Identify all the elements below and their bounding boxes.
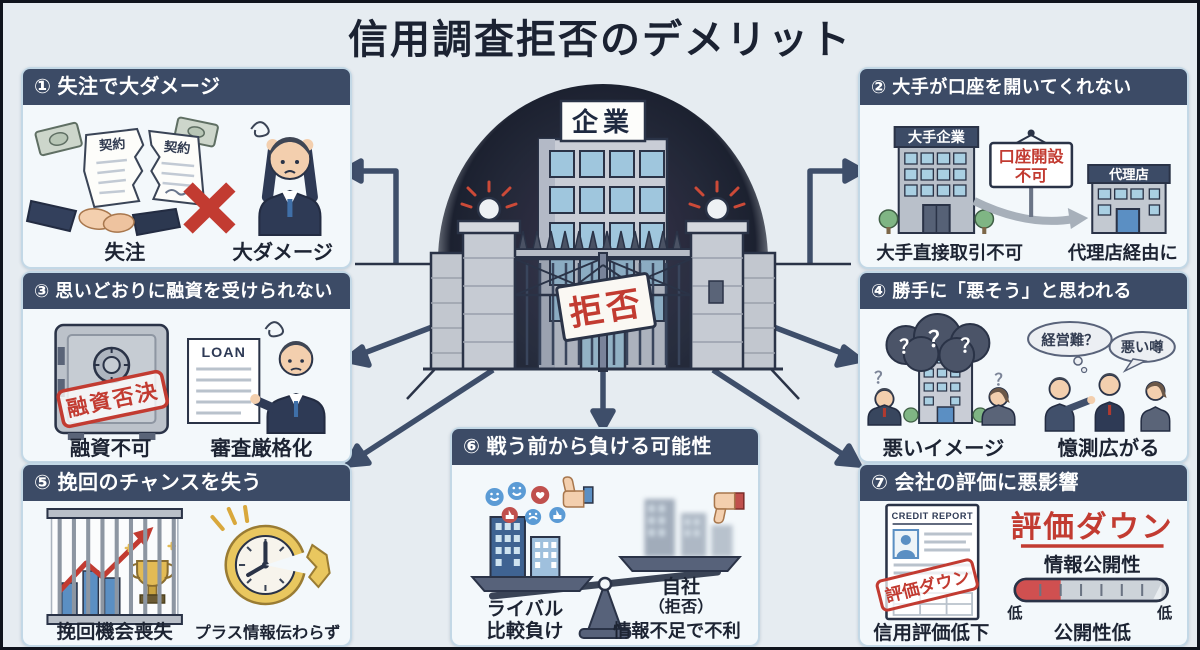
svg-text:？: ？	[899, 337, 918, 358]
panel-rating-damage: ⑦ 会社の評価に悪影響 CREDIT REPORT 評価ダウン 評価ダウン	[858, 463, 1189, 647]
panel-lost-chance: ⑤ 挽回のチャンスを失う	[21, 463, 352, 647]
svg-text:比較負け: 比較負け	[486, 619, 563, 642]
svg-text:失注: 失注	[105, 240, 146, 264]
svg-text:憶測広がる: 憶測広がる	[1058, 436, 1160, 460]
svg-text:CREDIT REPORT: CREDIT REPORT	[892, 511, 973, 521]
svg-text:LOAN: LOAN	[201, 344, 245, 360]
svg-text:信用評価低下: 信用評価低下	[873, 621, 989, 644]
stressed-person-icon	[250, 121, 322, 236]
gate-pillar-left	[456, 180, 522, 371]
broken-clock-icon	[210, 505, 331, 606]
svg-text:？: ？	[960, 336, 979, 357]
svg-text:情報不足で不利: 情報不足で不利	[613, 620, 741, 641]
arrow-to-box1	[357, 168, 399, 265]
rating-down-headline: 評価ダウン	[1011, 509, 1174, 544]
svg-text:代理店経由に: 代理店経由に	[1067, 242, 1178, 263]
svg-text:自社: 自社	[662, 575, 700, 598]
own-company-side	[617, 492, 745, 572]
svg-text:低: 低	[1006, 604, 1022, 622]
panel-lost-orders: ① 失注で大ダメージ 契約 契約	[21, 67, 352, 269]
worried-banker-icon	[250, 321, 326, 434]
svg-text:大手企業: 大手企業	[908, 129, 966, 145]
right-scale-pan	[617, 556, 742, 572]
red-x-icon	[183, 182, 236, 234]
panel-bad-image: ④ 勝手に「悪そう」と思われる ？ ？ ？	[858, 271, 1189, 463]
svg-text:口座開設: 口座開設	[999, 147, 1065, 166]
svg-text:（拒否）: （拒否）	[649, 597, 714, 616]
onlooker-right-icon	[981, 387, 1016, 426]
svg-text:融資不可: 融資不可	[70, 436, 151, 460]
openness-gauge: 低 低	[1006, 577, 1172, 622]
thumbs-up-icon	[562, 476, 594, 508]
rival-side	[470, 476, 595, 592]
panel-7-header: ⑦ 会社の評価に悪影響	[860, 465, 1187, 501]
blurry-buildings-icon	[644, 499, 733, 557]
panel-6-header: ⑥ 戦う前から負ける可能性	[452, 429, 758, 465]
svg-text:経営難？: 経営難？	[1041, 332, 1098, 348]
gauge-title: 情報公開性	[1044, 553, 1141, 576]
agency-building-icon: 代理店	[1087, 164, 1171, 234]
svg-text:ライバル: ライバル	[487, 598, 564, 620]
redirect-arrow-icon	[972, 197, 1075, 225]
rating-down-stamp: 評価ダウン	[875, 558, 979, 612]
svg-text:企業: 企業	[572, 107, 634, 137]
loan-document-icon: LOAN	[187, 338, 261, 424]
panel-2-header: ② 大手が口座を開いてくれない	[860, 69, 1187, 105]
svg-text:契約: 契約	[163, 138, 191, 156]
alarm-lamp-icon	[704, 196, 730, 222]
svg-text:挽回機会喪失: 挽回機会喪失	[57, 620, 174, 643]
handshake-icon	[25, 199, 78, 233]
alarm-rays-icon	[460, 180, 518, 209]
rejection-sign: 拒否	[555, 264, 657, 342]
account-denied-sign-icon: 口座開設 不可	[989, 129, 1074, 217]
horizon-lines	[355, 262, 851, 400]
alarm-lamp-icon	[476, 196, 502, 222]
thumbs-down-icon	[713, 492, 745, 524]
dark-cloud-icon	[885, 313, 991, 373]
svg-text:？: ？	[874, 369, 890, 387]
svg-text:代理店: 代理店	[1108, 166, 1149, 182]
svg-text:審査厳格化: 審査厳格化	[209, 436, 312, 460]
center-illustration: 企業	[340, 84, 866, 468]
svg-text:悪い噂: 悪い噂	[1121, 339, 1164, 355]
alarm-rays-icon	[688, 180, 746, 209]
onlooker-left-icon	[867, 388, 902, 426]
arrow-to-box2	[807, 168, 849, 265]
svg-text:不可: 不可	[1015, 167, 1048, 185]
torn-contract-icon: 契約 契約	[25, 116, 236, 237]
company-sign: 企業	[559, 99, 647, 143]
arrow-to-box5	[357, 367, 495, 460]
page-title: 信用調査拒否のデメリット	[348, 18, 852, 62]
panel-no-financing: ③ 思いどおりに融資を受けられない 融資否決 LOAN	[21, 271, 352, 463]
left-scale-pan	[470, 576, 595, 592]
svg-text:プラス情報伝わらず: プラス情報伝わらず	[195, 623, 341, 642]
svg-text:悪いイメージ: 悪いイメージ	[883, 437, 1005, 460]
svg-text:大ダメージ: 大ダメージ	[232, 240, 333, 264]
big-company-building-icon: 大手企業	[878, 126, 995, 234]
social-reaction-icons	[485, 482, 566, 525]
rival-buildings-icon	[489, 516, 561, 578]
svg-text:低: 低	[1156, 604, 1172, 622]
credit-report-icon: CREDIT REPORT 評価ダウン	[875, 503, 980, 621]
svg-text:？: ？	[928, 327, 950, 352]
cage-bars-icon	[57, 515, 176, 619]
rumor-people-icon: 経営難？ 悪い噂	[1027, 321, 1176, 432]
intercom-panel	[708, 280, 724, 304]
panel-no-account: ② 大手が口座を開いてくれない 大手企業	[858, 67, 1189, 269]
svg-text:公開性低: 公開性低	[1054, 621, 1131, 644]
caged-growth-icon	[46, 508, 183, 625]
panel-5-header: ⑤ 挽回のチャンスを失う	[23, 465, 350, 501]
panel-3-header: ③ 思いどおりに融資を受けられない	[23, 273, 350, 309]
svg-text:契約: 契約	[98, 135, 126, 153]
panel-4-header: ④ 勝手に「悪そう」と思われる	[860, 273, 1187, 309]
panel-1-header: ① 失注で大ダメージ	[23, 69, 350, 105]
svg-text:？: ？	[994, 371, 1010, 389]
arrow-to-box7	[711, 367, 849, 460]
panel-losing-comparison: ⑥ 戦う前から負ける可能性	[450, 427, 760, 647]
svg-text:大手直接取引不可: 大手直接取引不可	[876, 242, 1023, 263]
